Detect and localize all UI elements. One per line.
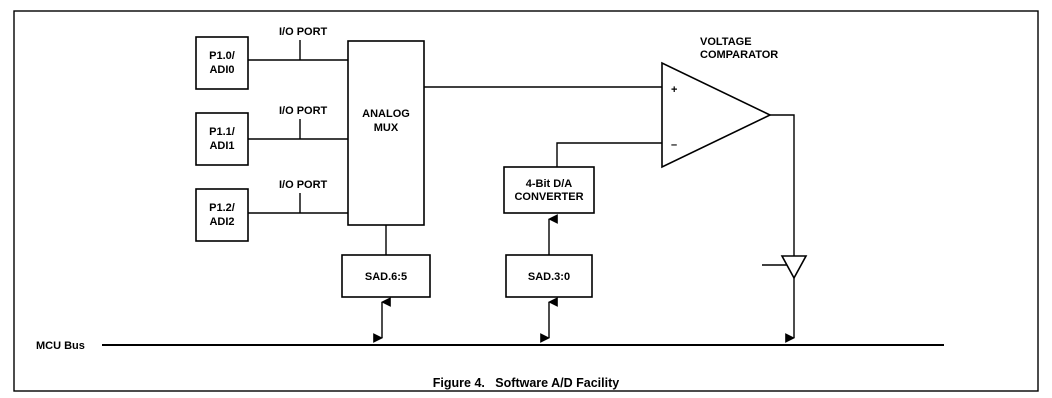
figure-caption: Figure 4. Software A/D Facility: [433, 376, 619, 390]
mcu-bus-label: MCU Bus: [36, 340, 85, 352]
dac-to-comparator-wire: [556, 142, 662, 167]
comparator-minus: –: [671, 139, 677, 151]
comparator-title-line2: COMPARATOR: [700, 49, 778, 61]
dac-label-line2: CONVERTER: [514, 191, 583, 203]
io-port-label: I/O PORT: [279, 179, 328, 191]
dac-label-line1: 4-Bit D/A: [526, 178, 573, 190]
sad-low-label: SAD.3:0: [528, 271, 570, 283]
voltage-comparator: + –: [661, 61, 772, 169]
port-block-p1-0: P1.0/ ADI0: [195, 36, 249, 90]
port-label-line2: ADI0: [209, 64, 234, 76]
io-port-label: I/O PORT: [279, 26, 328, 38]
sad-high-label: SAD.6:5: [365, 271, 407, 283]
figure-border: [13, 10, 1039, 392]
mux-label-line1: ANALOG: [362, 108, 410, 120]
port-label-line1: P1.1/: [209, 126, 235, 138]
port-block-p1-1: P1.1/ ADI1: [195, 112, 249, 166]
tristate-buffer: [762, 255, 808, 280]
io-port-label: I/O PORT: [279, 105, 328, 117]
analog-mux-block: ANALOG MUX: [347, 40, 425, 226]
port-label-line1: P1.2/: [209, 202, 235, 214]
comparator-plus: +: [671, 84, 677, 96]
port-block-p1-2: P1.2/ ADI2: [195, 188, 249, 242]
mux-label-line2: MUX: [374, 122, 399, 134]
port-label-line2: ADI2: [209, 216, 234, 228]
port-label-line2: ADI1: [209, 140, 234, 152]
sad-low-register: SAD.3:0: [505, 254, 593, 298]
dac-block: 4-Bit D/A CONVERTER: [503, 166, 595, 214]
comparator-title-line1: VOLTAGE: [700, 36, 752, 48]
port-label-line1: P1.0/: [209, 50, 235, 62]
sad-high-register: SAD.6:5: [341, 254, 431, 298]
comparator-output-wire: [770, 114, 795, 256]
